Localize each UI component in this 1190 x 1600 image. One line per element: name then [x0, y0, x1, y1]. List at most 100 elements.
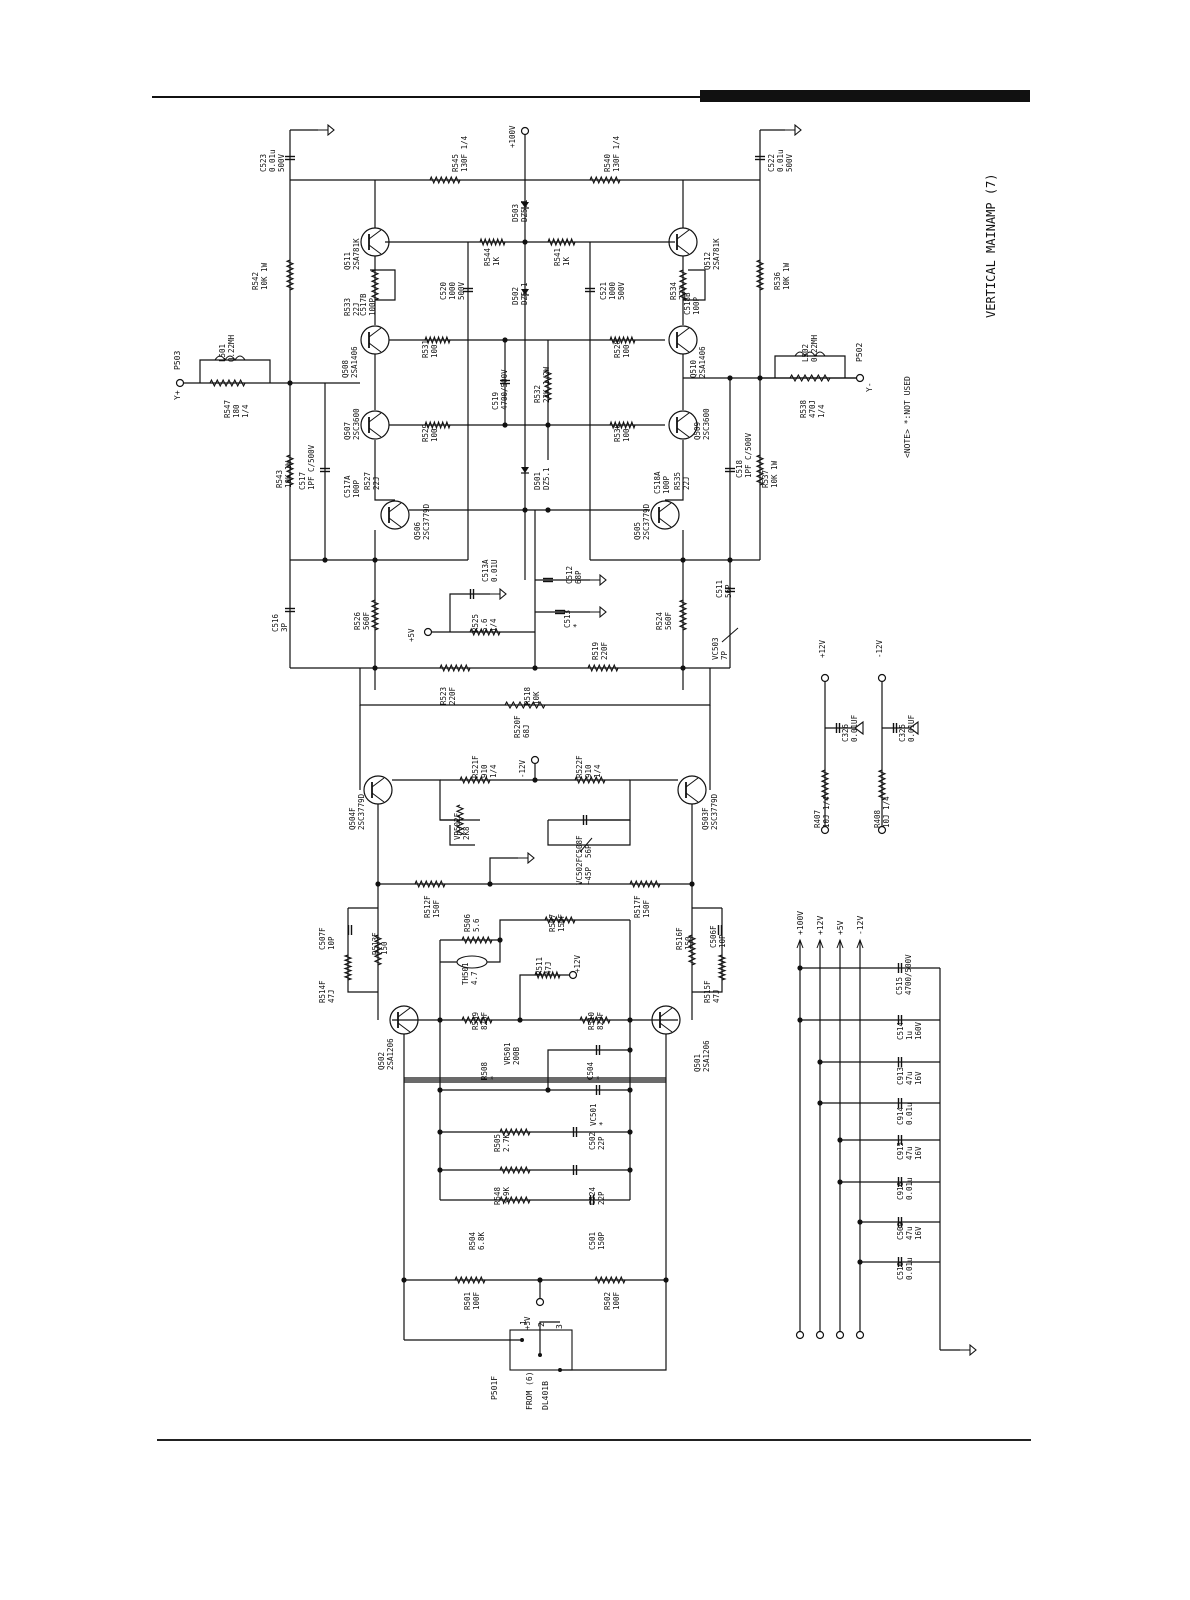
- component-ref: R548: [493, 1186, 502, 1205]
- junction-dot: [627, 1047, 633, 1053]
- component-value: 130F 1/4: [460, 135, 469, 172]
- component-extra: 1/4: [489, 764, 498, 778]
- component-value: 4700/500V: [500, 369, 509, 410]
- output-label: Y-: [865, 382, 874, 392]
- component-ref: -12V: [518, 759, 527, 778]
- junction-dot: [545, 422, 551, 428]
- component-ref: R526: [353, 611, 362, 630]
- component-ref: R407: [813, 810, 822, 828]
- component-ref: R517F: [633, 895, 642, 918]
- component-ref: R513F: [371, 932, 380, 955]
- transistor-lead: [368, 327, 382, 338]
- wire: [683, 269, 706, 301]
- component-ref: C517B: [359, 293, 368, 316]
- wire: [692, 908, 723, 993]
- resistor: [629, 879, 661, 889]
- component-value: 150F: [432, 899, 441, 918]
- component-value: 910: [584, 764, 593, 778]
- component-ref: R543: [275, 470, 284, 488]
- transistor-q501: [651, 1005, 681, 1035]
- terminal: [855, 1330, 865, 1340]
- junction-dot: [532, 777, 538, 783]
- component-ref: R505: [493, 1134, 502, 1152]
- component-ref: C523: [259, 154, 268, 172]
- rail-arrow: [836, 938, 844, 949]
- component-value: 68J: [522, 724, 531, 738]
- component-extra: 16V: [914, 1146, 923, 1160]
- component-ref: R542: [251, 272, 260, 290]
- junction-dot: [437, 1087, 443, 1093]
- component-ref: R507: [548, 914, 557, 932]
- component-value: 22P: [597, 1191, 606, 1205]
- component-value: 0.01u: [776, 149, 785, 172]
- component-value: 560F: [362, 611, 371, 630]
- component-ref: R511: [535, 957, 544, 975]
- component-ref: C507F: [318, 927, 327, 950]
- resistor: [678, 599, 688, 631]
- resistor: [429, 175, 461, 185]
- terminal: [820, 825, 830, 835]
- rail-arrow: [796, 938, 804, 949]
- output-label: Y+: [173, 390, 182, 400]
- junction-dot: [522, 507, 528, 513]
- component-value: 22J: [682, 476, 691, 490]
- terminal: [520, 126, 530, 136]
- junction-dot: [537, 1277, 543, 1283]
- rail-arrow: [856, 938, 864, 949]
- resistor: [439, 663, 471, 673]
- component-ref: VC501: [589, 1103, 598, 1126]
- component-value: 22J: [352, 302, 361, 316]
- transistor-q507: [360, 410, 390, 440]
- transistor-lead: [676, 327, 690, 338]
- component-extra: 1/4: [489, 618, 498, 632]
- component-ref: +12V: [818, 639, 827, 658]
- transistor-lead: [371, 792, 385, 803]
- component-value: 2SA781K: [352, 238, 361, 270]
- component-ref: VR502F: [453, 812, 462, 840]
- zener-diode: [521, 202, 529, 208]
- component-ref: R536: [773, 271, 782, 290]
- terminal: [855, 373, 865, 383]
- component-ref: C517A: [343, 475, 352, 498]
- junction-dot: [727, 375, 733, 381]
- wire: [547, 1049, 630, 1090]
- component-value: *: [489, 1075, 498, 1080]
- transistor-q506: [380, 500, 410, 530]
- terminal: [568, 970, 578, 980]
- rail-label: -12V: [856, 916, 865, 935]
- component-ref: R534: [669, 281, 678, 300]
- thermistor-th501: [456, 955, 488, 969]
- component-ref: R544: [483, 247, 492, 266]
- component-value: 5.6: [480, 618, 489, 632]
- transistor-lead: [676, 244, 690, 255]
- terminal: [175, 378, 185, 388]
- wire: [547, 820, 631, 846]
- component-ref: C522: [767, 154, 776, 172]
- resistor: [547, 237, 576, 247]
- component-extra: 500V: [277, 153, 286, 172]
- component-ref: Q507: [343, 422, 352, 440]
- component-value: 4.7: [470, 971, 479, 985]
- resistor: [370, 599, 380, 631]
- junction-dot: [627, 1017, 633, 1023]
- zener-diode: [521, 467, 529, 473]
- component-value: 10K 1W: [770, 460, 779, 488]
- component-value: 150P: [597, 1231, 606, 1250]
- transistor-lead: [659, 1022, 673, 1033]
- component-ref: Q503F: [701, 807, 710, 830]
- component-value: 150: [684, 936, 693, 950]
- component-ref: R527: [363, 472, 372, 490]
- component-value: 3.9K: [502, 1186, 511, 1205]
- resistor: [424, 335, 451, 345]
- transistor-q512: [668, 227, 698, 257]
- component-ref: R514F: [318, 980, 327, 1003]
- resistor: [469, 627, 501, 637]
- component-extra: 1/4: [593, 764, 602, 778]
- component-value: 100: [430, 428, 439, 442]
- transistor-lead: [388, 502, 402, 513]
- junction-dot: [372, 665, 378, 671]
- ground-symbol: [960, 1343, 977, 1357]
- component-ref: R541: [553, 248, 562, 266]
- transistor-q503f: [677, 775, 707, 805]
- component-value: 100P: [352, 479, 361, 498]
